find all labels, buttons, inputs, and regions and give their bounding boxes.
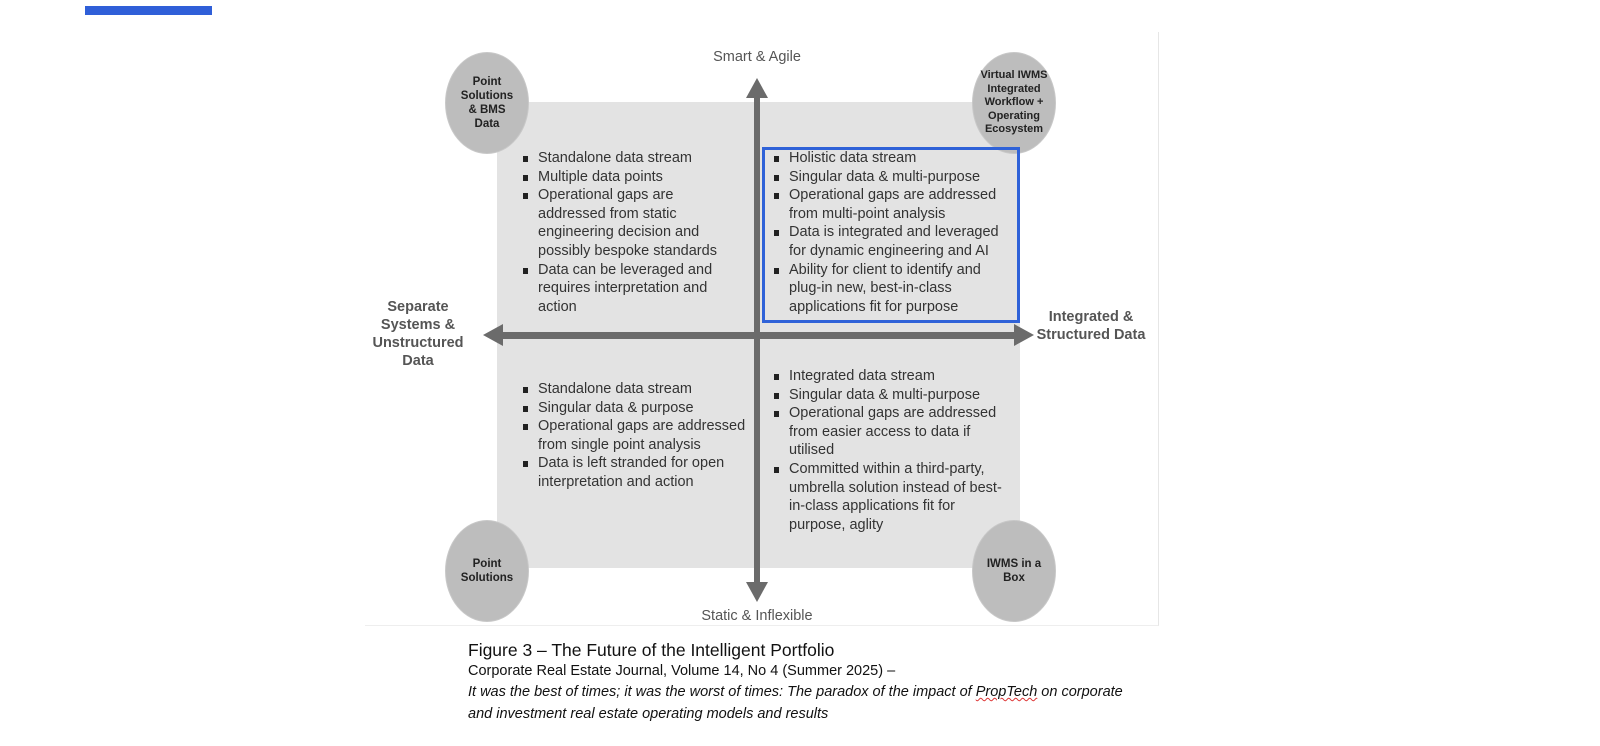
horizontal-axis bbox=[498, 332, 1020, 339]
spellcheck-flagged-word: PropTech bbox=[975, 684, 1038, 700]
article-text: on corporate bbox=[1037, 684, 1123, 700]
accent-bar bbox=[85, 6, 212, 15]
figure-caption-article: It was the best of times; it was the wor… bbox=[468, 684, 1123, 700]
list-item: Data is integrated and leveraged for dyn… bbox=[773, 223, 1013, 260]
arrow-left-icon bbox=[483, 324, 503, 346]
arrow-down-icon bbox=[746, 582, 768, 602]
quadrant-top-right-list: Holistic data stream Singular data & mul… bbox=[773, 149, 1013, 316]
list-item: Data can be leveraged and requires inter… bbox=[522, 261, 737, 317]
corner-label: Virtual IWMS Integrated Workflow + Opera… bbox=[980, 69, 1048, 136]
axis-label-bottom: Static & Inflexible bbox=[701, 608, 813, 624]
highlight-box bbox=[762, 147, 1020, 323]
list-item: Integrated data stream bbox=[773, 367, 1013, 386]
article-text: It was the best of times; it was the wor… bbox=[468, 684, 976, 700]
list-item: Data is left stranded for open interpret… bbox=[522, 454, 747, 491]
figure-caption-source: Corporate Real Estate Journal, Volume 14… bbox=[468, 663, 896, 679]
axis-label-left: Separate Systems & Unstructured Data bbox=[372, 299, 464, 369]
quadrant-bottom-right-list: Integrated data stream Singular data & m… bbox=[773, 367, 1013, 534]
corner-circle-top-left: Point Solutions & BMS Data bbox=[445, 52, 529, 154]
list-item: Operational gaps are addressed from easi… bbox=[773, 404, 1013, 460]
list-item: Singular data & multi-purpose bbox=[773, 168, 1013, 187]
quadrant-bottom-left-list: Standalone data stream Singular data & p… bbox=[522, 380, 747, 492]
list-item: Operational gaps are addressed from stat… bbox=[522, 186, 737, 260]
list-item: Singular data & multi-purpose bbox=[773, 386, 1013, 405]
quadrant-top-left-list: Standalone data stream Multiple data poi… bbox=[522, 149, 737, 316]
list-item: Multiple data points bbox=[522, 168, 737, 187]
corner-label: Point Solutions & BMS Data bbox=[460, 76, 514, 130]
corner-circle-bottom-left: Point Solutions bbox=[445, 520, 529, 622]
list-item: Standalone data stream bbox=[522, 149, 737, 168]
axis-label-top: Smart & Agile bbox=[713, 49, 801, 65]
list-item: Singular data & purpose bbox=[522, 399, 747, 418]
list-item: Committed within a third-party, umbrella… bbox=[773, 460, 1013, 534]
list-item: Operational gaps are addressed from mult… bbox=[773, 186, 1013, 223]
arrow-up-icon bbox=[746, 78, 768, 98]
list-item: Standalone data stream bbox=[522, 380, 747, 399]
figure-caption-article-line2: and investment real estate operating mod… bbox=[468, 706, 829, 722]
corner-label: IWMS in a Box bbox=[986, 558, 1042, 584]
axis-label-right: Integrated & Structured Data bbox=[1036, 309, 1146, 343]
figure-caption-title: Figure 3 – The Future of the Intelligent… bbox=[468, 640, 835, 660]
list-item: Operational gaps are addressed from sing… bbox=[522, 417, 747, 454]
arrow-right-icon bbox=[1014, 324, 1034, 346]
corner-label: Point Solutions bbox=[460, 558, 514, 584]
corner-circle-bottom-right: IWMS in a Box bbox=[972, 520, 1056, 622]
list-item: Ability for client to identify and plug-… bbox=[773, 261, 1013, 317]
list-item: Holistic data stream bbox=[773, 149, 1013, 168]
corner-circle-top-right: Virtual IWMS Integrated Workflow + Opera… bbox=[972, 52, 1056, 154]
vertical-axis bbox=[754, 95, 760, 585]
